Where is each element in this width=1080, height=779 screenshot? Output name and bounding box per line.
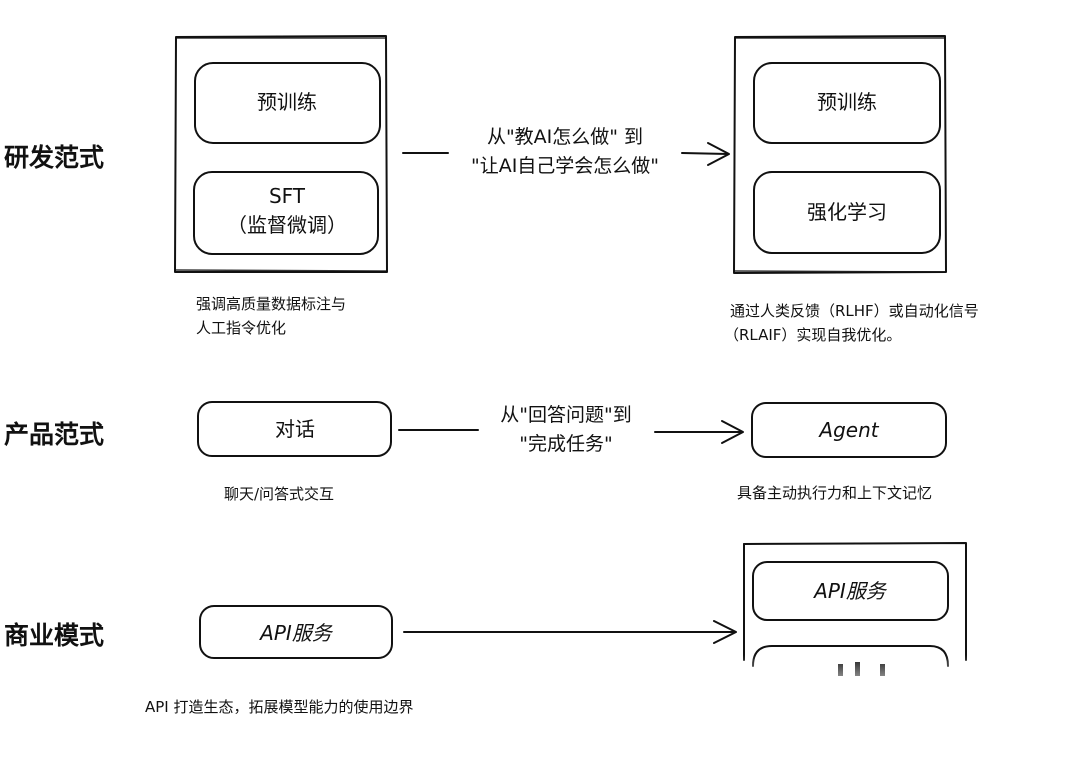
fade-overlay (700, 655, 1080, 779)
research-right-pretrain-box: 预训练 (753, 62, 941, 144)
research-left-pretrain-label: 预训练 (257, 90, 317, 114)
business-right-api-label: API服务 (812, 579, 888, 603)
business-api-box: API服务 (199, 605, 393, 659)
research-right-note-line2: （RLAIF）实现自我优化。 (724, 326, 901, 344)
product-agent-box: Agent (751, 402, 947, 458)
business-right-api-box: API服务 (752, 561, 949, 621)
business-arrow (403, 620, 737, 644)
business-api-label: API服务 (258, 621, 334, 645)
research-arrow-label-line2: "让AI自己学会怎么做" (471, 155, 659, 177)
row-label-research: 研发范式 (4, 143, 104, 172)
product-agent-label: Agent (817, 418, 879, 442)
research-right-note-line1: 通过人类反馈（RLHF）或自动化信号 (730, 302, 979, 320)
product-arrow-label-line2: "完成任务" (519, 433, 612, 455)
research-left-sft-box: SFT （监督微调） (193, 171, 379, 255)
research-arrow-label-line1: 从"教AI怎么做" 到 (487, 126, 643, 148)
research-right-pretrain-label: 预训练 (817, 90, 877, 114)
research-right-rl-label: 强化学习 (807, 200, 887, 224)
research-left-sft-sublabel: （监督微调） (227, 213, 347, 237)
row-label-product: 产品范式 (4, 420, 104, 449)
research-left-note-line2: 人工指令优化 (196, 319, 286, 337)
row-label-business: 商业模式 (4, 621, 104, 650)
research-left-note-line1: 强调高质量数据标注与 (196, 295, 346, 313)
research-right-panel: 预训练 强化学习 (733, 35, 947, 274)
product-left-note: 聊天/问答式交互 (224, 485, 334, 503)
research-left-panel: 预训练 SFT （监督微调） (174, 35, 388, 273)
business-left-note: API 打造生态，拓展模型能力的使用边界 (145, 698, 414, 716)
research-left-pretrain-box: 预训练 (194, 62, 381, 144)
product-right-note: 具备主动执行力和上下文记忆 (737, 484, 932, 502)
product-arrow-label-line1: 从"回答问题"到 (500, 404, 631, 426)
product-dialog-box: 对话 (197, 401, 392, 457)
research-left-sft-label: SFT (269, 184, 306, 208)
product-arrow (398, 420, 744, 444)
research-right-rl-box: 强化学习 (753, 171, 941, 254)
product-dialog-label: 对话 (275, 417, 315, 441)
research-arrow (402, 142, 730, 166)
